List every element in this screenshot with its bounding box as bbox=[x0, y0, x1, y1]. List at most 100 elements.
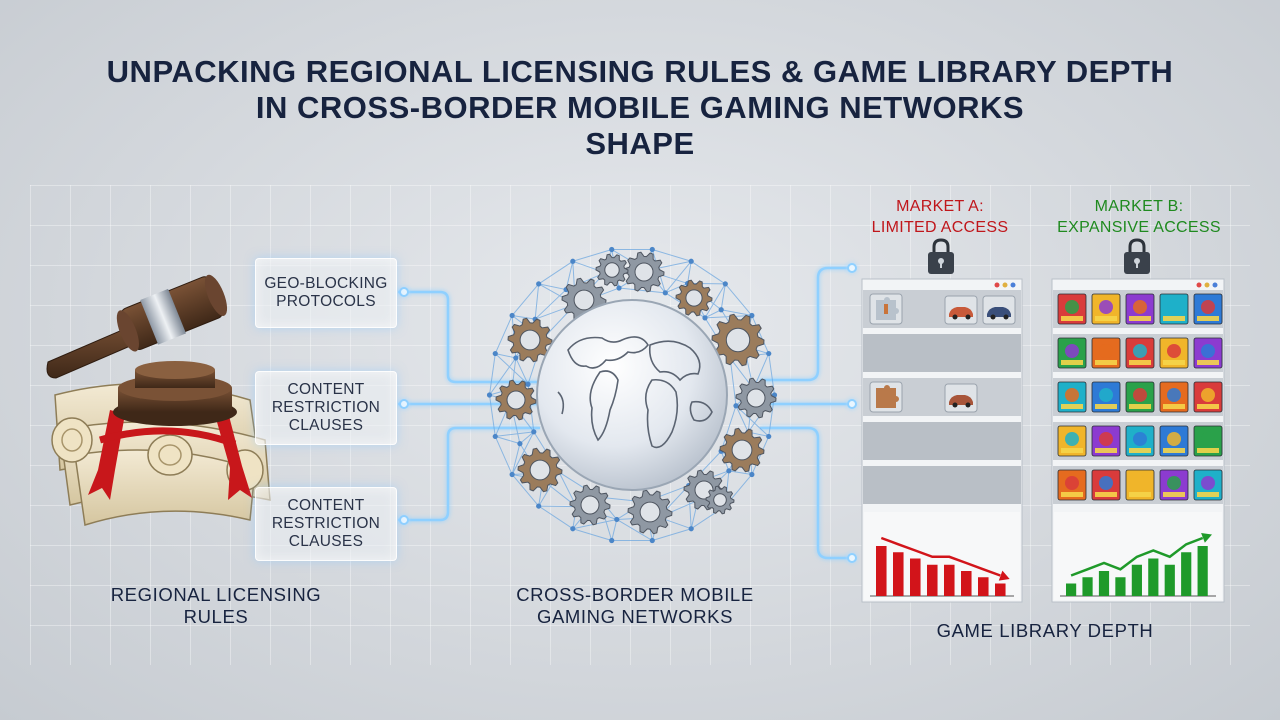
scroll-icon bbox=[51, 382, 271, 526]
game-tile-icon bbox=[1091, 381, 1121, 413]
network-link bbox=[494, 353, 529, 385]
network-link bbox=[512, 315, 536, 320]
network-link bbox=[495, 435, 521, 445]
network-link bbox=[572, 528, 612, 541]
game-tile-icon bbox=[1091, 469, 1121, 501]
title-line-2: IN CROSS-BORDER MOBILE GAMING NETWORKS bbox=[255, 90, 1025, 125]
network-label-line-2: GAMING NETWORKS bbox=[536, 606, 734, 627]
network-link bbox=[729, 358, 737, 406]
content-restriction-line-3: CLAUSES bbox=[288, 533, 364, 550]
trend-arrow-icon bbox=[1201, 532, 1213, 543]
connector-to-bottom bbox=[760, 426, 852, 560]
chart-bar bbox=[893, 552, 904, 596]
game-tile-icon bbox=[1159, 469, 1189, 501]
network-node bbox=[749, 312, 755, 319]
network-node bbox=[614, 516, 620, 523]
network-link bbox=[494, 315, 513, 354]
network-node bbox=[718, 307, 724, 313]
trend-line bbox=[1070, 536, 1204, 577]
chart-bar bbox=[1197, 546, 1208, 596]
market-a-line-2: LIMITED ACCESS bbox=[871, 219, 1009, 236]
network-link bbox=[704, 315, 752, 319]
network-node bbox=[536, 503, 542, 509]
network-link bbox=[495, 353, 516, 359]
network-node bbox=[662, 290, 668, 296]
network-link bbox=[704, 309, 722, 319]
gear-icon bbox=[735, 377, 777, 419]
game-tile-icon bbox=[1057, 337, 1087, 369]
game-tile-icon bbox=[1159, 425, 1189, 457]
node-dot bbox=[847, 553, 857, 563]
network-link bbox=[538, 505, 574, 530]
content-restriction-line-2: RESTRICTION bbox=[271, 399, 381, 416]
page-title: UNPACKING REGIONAL LICENSING RULES & GAM… bbox=[0, 54, 1280, 162]
game-tile-icon bbox=[1057, 425, 1087, 457]
network-link bbox=[495, 431, 534, 437]
network-link bbox=[720, 283, 726, 310]
network-link bbox=[511, 431, 535, 475]
chart-bar bbox=[978, 577, 989, 596]
network-link bbox=[511, 443, 521, 475]
network-node bbox=[702, 315, 708, 321]
network-node bbox=[609, 246, 615, 253]
network-link bbox=[721, 309, 752, 317]
network-link bbox=[515, 357, 529, 385]
network-link bbox=[751, 436, 770, 475]
game-tile-icon bbox=[1057, 381, 1087, 413]
network-node bbox=[492, 350, 498, 357]
chart-bar bbox=[1082, 577, 1093, 596]
network-node bbox=[733, 403, 739, 409]
connector-lines-right bbox=[760, 266, 852, 560]
puzzle-icon bbox=[869, 293, 903, 325]
game-tile-icon bbox=[1125, 293, 1155, 325]
gear-icon bbox=[627, 489, 673, 535]
network-node bbox=[688, 526, 694, 532]
chart-bar bbox=[1181, 552, 1192, 596]
network-link bbox=[511, 283, 540, 316]
network-link bbox=[565, 261, 574, 290]
world-map bbox=[557, 336, 713, 449]
padlock-icon bbox=[928, 238, 954, 274]
chart-bar bbox=[1115, 577, 1126, 596]
network-link bbox=[652, 528, 692, 541]
content-restriction-line-2: RESTRICTION bbox=[271, 515, 381, 532]
network-node bbox=[766, 350, 772, 357]
market-b-line-2: EXPANSIVE ACCESS bbox=[1057, 219, 1221, 236]
network-link bbox=[611, 519, 618, 541]
network-link bbox=[720, 405, 737, 452]
regional-label-line-2: RULES bbox=[183, 606, 249, 627]
chart-bar bbox=[876, 546, 887, 596]
network-node bbox=[486, 392, 493, 398]
chart-bar bbox=[995, 583, 1006, 596]
node-dot bbox=[847, 399, 857, 409]
network-link bbox=[687, 261, 692, 284]
padlock-icon bbox=[1124, 238, 1150, 274]
node-dot bbox=[399, 287, 409, 297]
chart-bar bbox=[1164, 564, 1175, 596]
content-restriction-line-1: CONTENT bbox=[287, 381, 365, 398]
car-icon bbox=[982, 295, 1016, 325]
network-node bbox=[726, 468, 732, 474]
geo-blocking-line-2: PROTOCOLS bbox=[276, 293, 376, 310]
content-restriction-box-1: CONTENT RESTRICTION CLAUSES bbox=[255, 371, 397, 445]
gear-icon bbox=[711, 313, 765, 367]
chart-bar bbox=[910, 558, 921, 596]
node-dot bbox=[399, 515, 409, 525]
game-library-depth-label: GAME LIBRARY DEPTH bbox=[936, 620, 1154, 641]
network-node bbox=[517, 441, 523, 447]
gear-icon bbox=[569, 484, 611, 526]
market-a-panel bbox=[861, 278, 1023, 603]
network-link bbox=[704, 283, 726, 319]
network-link bbox=[665, 282, 688, 294]
market-b-line-1: MARKET B: bbox=[1094, 198, 1184, 215]
puzzle-icon bbox=[869, 381, 903, 413]
game-tile-icon bbox=[1159, 337, 1189, 369]
connector-to-top bbox=[760, 266, 852, 382]
network-link bbox=[724, 283, 753, 316]
connector-content-2 bbox=[398, 426, 540, 522]
network-link bbox=[735, 405, 770, 437]
game-tile-icon bbox=[1057, 293, 1087, 325]
gear-icon bbox=[495, 379, 537, 421]
chart-bar bbox=[1066, 583, 1077, 596]
game-tile-icon bbox=[1193, 337, 1223, 369]
